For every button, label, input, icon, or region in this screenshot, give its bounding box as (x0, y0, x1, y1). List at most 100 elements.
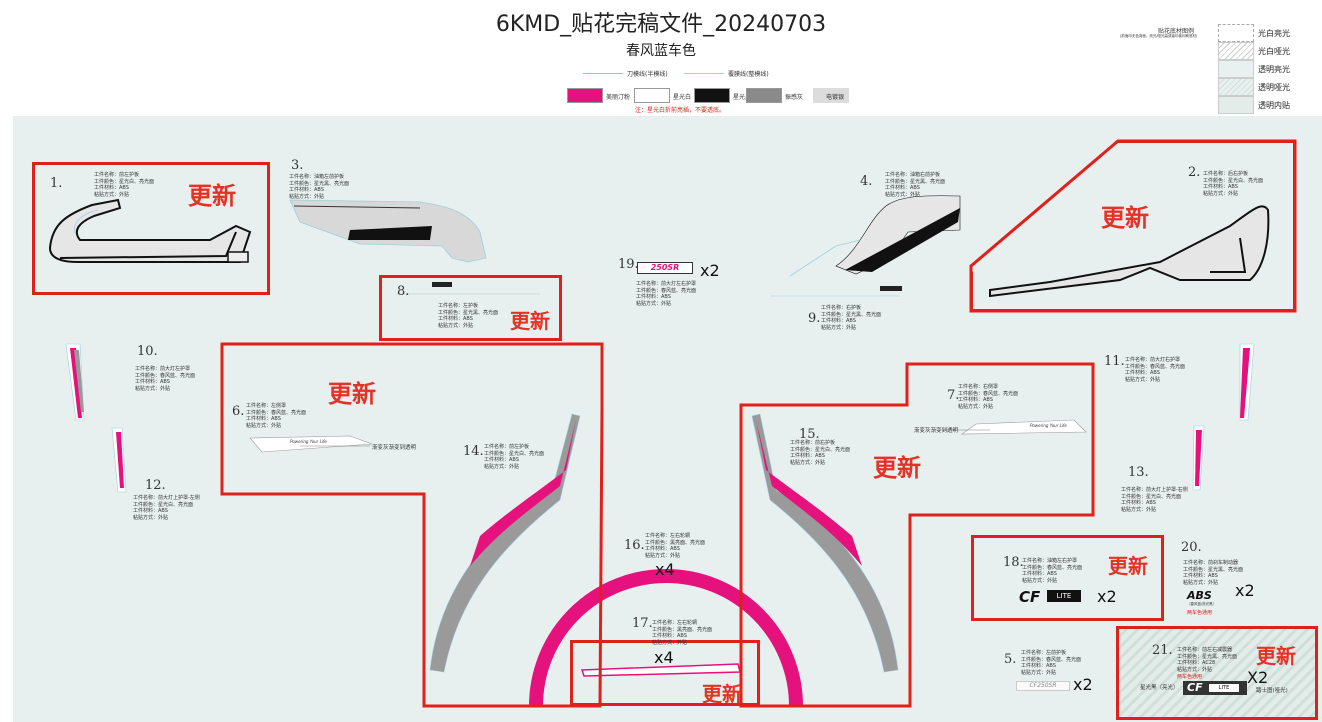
update-label-21: 更新 (1256, 644, 1296, 668)
decal-part-13 (1192, 425, 1205, 491)
finish-legend: 贴花底材图例 (前面印无色背面、亮光/哑光高或者印者印刷底材) 光白亮光 光白哑… (1120, 24, 1320, 114)
part-4-spec: 工件名称：油箱右前护板 工件颜色：星光黑、亮光面 工件材料：ABS 粘贴方式：外… (885, 172, 946, 198)
film-line-label: 覆膜线(整模线) (728, 71, 769, 78)
swatch-gray-label: 振感灰 (785, 94, 804, 101)
page-subtitle: 春风蓝车色 (626, 43, 696, 59)
decal-part-11 (1239, 343, 1255, 421)
part-16-number: 16. (624, 538, 645, 553)
part-9-spec: 工件名称：右护板 工件颜色：星光黑、亮光面 工件材料：ABS 粘贴方式：外贴 (821, 305, 882, 331)
part-18-spec: 工件名称：油箱左右护罩 工件颜色：春风蓝、亮光面 工件材料：ABS 粘贴方式：外… (1022, 558, 1083, 584)
part-21-number: 21. (1152, 643, 1173, 658)
update-label-18: 更新 (1108, 554, 1148, 578)
update-label-1: 更新 (188, 182, 236, 210)
cut-line-label: 刀模线(半模线) (627, 71, 668, 78)
part-20-note: 两车色通用 (1187, 610, 1213, 616)
decal-part-4 (789, 195, 961, 277)
part-21-right-label: 踏士图(哑光) (1256, 688, 1288, 694)
part-19-number: 19. (618, 257, 639, 272)
decal-part-12 (111, 427, 127, 493)
update-box-8 (379, 275, 562, 341)
part-2-spec: 工件名称：后右护板 工件颜色：星光白、亮光面 工件材料：ABS 粘贴方式：外贴 (1203, 171, 1264, 197)
part-6-callout: 渐变灰渐变到透明 (372, 445, 417, 451)
part-5-qty: x2 (1073, 675, 1093, 694)
part-17-number: 17. (632, 616, 653, 631)
part-21-spec: 工件名称：前左右减震器 工件颜色：星光黑、亮光面 工件材料：AC28 粘贴方式：… (1177, 647, 1238, 673)
part-5-number: 5. (1004, 652, 1017, 667)
update-box-18 (971, 535, 1164, 621)
update-box-17 (570, 640, 760, 706)
part-21-logo-box: LITE (1209, 684, 1239, 692)
part-12-spec: 工件名称：前大灯上护罩-左侧 工件颜色：星光白、亮光面 工件材料：ABS 粘贴方… (133, 495, 200, 521)
finish-swatch-4 (1218, 78, 1254, 96)
part-19-spec: 工件名称：前大灯左右护罩 工件颜色：春风蓝、亮光面 工件材料：ABS 粘贴方式：… (636, 281, 697, 307)
part-6-spec: 工件名称：左侧罩 工件颜色：春风蓝、亮光面 工件材料：ABS 粘贴方式：外贴 (246, 403, 307, 429)
part-6-number: 6. (232, 404, 245, 419)
finish-legend-note: (前面印无色背面、亮光/哑光高或者印者印刷底材) (1120, 34, 1198, 38)
update-label-6: 更新 (328, 380, 376, 408)
part-20-sub: （春风蓝/亮光黑） (1187, 602, 1217, 606)
finish-label-4: 透明哑光 (1258, 83, 1290, 92)
part-16-spec: 工件名称：左右轮辋 工件颜色：黑亮面、亮光面 工件材料：ABS 粘贴方式：外贴 (645, 533, 706, 559)
swatch-gray (746, 88, 782, 103)
part-20-number: 20. (1181, 540, 1202, 555)
finish-swatch-1 (1218, 24, 1254, 42)
swatch-white (634, 88, 670, 103)
part-17-qty: x4 (654, 648, 674, 667)
finish-swatch-3 (1218, 60, 1254, 78)
part-7-callout: 渐变灰渐变到透明 (914, 428, 959, 434)
decal-part-15 (751, 413, 899, 673)
artwork-canvas (13, 116, 1322, 722)
part-19-qty: x2 (700, 261, 720, 280)
part-15-number: 15. (799, 427, 820, 442)
part-17-spec: 工件名称：左右轮辋 工件颜色：黑亮面、亮光面 工件材料：ABS 粘贴方式：外贴 (652, 620, 713, 646)
part-6-script: Powering Your Life (290, 439, 327, 444)
cut-line-sample (583, 73, 623, 74)
part-3-spec: 工件名称：油箱左前护板 工件颜色：星光黑、亮光面 工件材料：ABS 粘贴方式：外… (289, 174, 350, 200)
update-label-7: 更新 (873, 454, 921, 482)
decal-part-9 (770, 286, 902, 297)
update-label-17: 更新 (702, 682, 742, 706)
swatch-pink-label: 美丽汀粉 (606, 94, 631, 101)
finish-legend-header: 贴花底材图例 (1158, 28, 1195, 35)
update-label-8: 更新 (510, 309, 550, 333)
decal-part-14 (429, 413, 581, 673)
finish-label-5: 透明内贴 (1258, 101, 1290, 110)
part-5-spec: 工件名称：左前护板 工件颜色：春风蓝、亮光面 工件材料：ABS 粘贴方式：外贴 (1021, 650, 1082, 676)
part-19-logo: 250SR (637, 262, 693, 274)
decal-part-3 (289, 199, 487, 263)
part-21-note: 两车色通用 (1177, 674, 1203, 680)
part-7-spec: 工件名称：右侧罩 工件颜色：春风蓝、亮光面 工件材料：ABS 粘贴方式：外贴 (958, 384, 1019, 410)
decal-part-16-arc (529, 569, 803, 707)
part-1-number: 1. (50, 176, 63, 191)
update-box-1 (32, 162, 270, 295)
update-label-2: 更新 (1101, 204, 1149, 232)
part-9-number: 9. (808, 311, 821, 326)
part-20-qty: x2 (1235, 581, 1255, 600)
part-3-number: 3. (291, 158, 304, 173)
part-10-spec: 工件名称：前大灯左护罩 工件颜色：春风蓝、亮光面 工件材料：ABS 粘贴方式：外… (135, 366, 196, 392)
part-21-logo: CF LITE (1183, 681, 1247, 695)
color-legend-note: 注：星光白折前亮插，不要透底。 (635, 107, 726, 114)
cut-line-legend: 刀模线(半模线) (583, 68, 723, 78)
part-18-logo-main: CF (1019, 588, 1041, 606)
color-legend: 美丽汀粉 星光白 星光黑 振感灰 电镀银 注：星光白折前亮插，不要透底。 (567, 86, 867, 116)
finish-label-1: 光白亮光 (1258, 29, 1290, 38)
part-2-number: 2. (1188, 165, 1201, 180)
part-18-qty: x2 (1097, 587, 1117, 606)
decal-part-2 (989, 205, 1270, 298)
part-7-script: Powering Your Life (1030, 423, 1067, 428)
part-11-spec: 工件名称：前大灯右护罩 工件颜色：春风蓝、亮光面 工件材料：ABS 粘贴方式：外… (1125, 357, 1186, 383)
swatch-silver (813, 88, 849, 103)
part-16-qty: x4 (655, 560, 675, 579)
page-title: 6KMD_贴花完稿文件_20240703 (495, 12, 827, 37)
part-21-logo-main: CF (1187, 681, 1203, 694)
swatch-black (694, 88, 730, 103)
decal-part-8 (396, 282, 540, 295)
part-21-left-label: 星光黑（亮光） (1140, 685, 1179, 691)
part-8-number: 8. (397, 284, 410, 299)
part-14-number: 14. (463, 444, 484, 459)
finish-swatch-2 (1218, 42, 1254, 60)
